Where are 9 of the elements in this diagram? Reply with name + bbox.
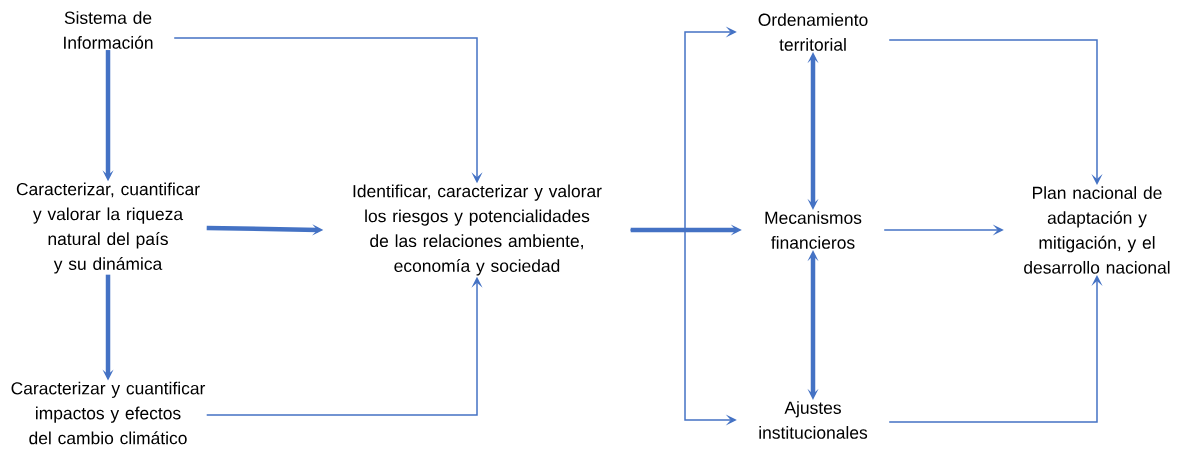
step-label: Ordenamiento territorial (758, 13, 868, 51)
step-label: Sistema de Información (64, 11, 153, 49)
step-label: Caracterizar, cuantificar y valorar la riqueza natural del país y su dinámica (16, 182, 200, 274)
step-label: Caracterizar y cuantificar impactos y efectos del cambio climático (11, 381, 206, 445)
step-label: Mecanismos financieros (765, 211, 862, 249)
arrow (888, 39, 1103, 185)
step-label: Identificar, caracterizar y valorar los riesgos y potencialidades de las relaciones ambiente, economía y sociedad (353, 184, 602, 276)
step-label: Ajustes institucionales (759, 401, 868, 439)
step-label: Plan nacional de adaptación y mitigación, y el desarrollo nacional (1024, 186, 1170, 274)
